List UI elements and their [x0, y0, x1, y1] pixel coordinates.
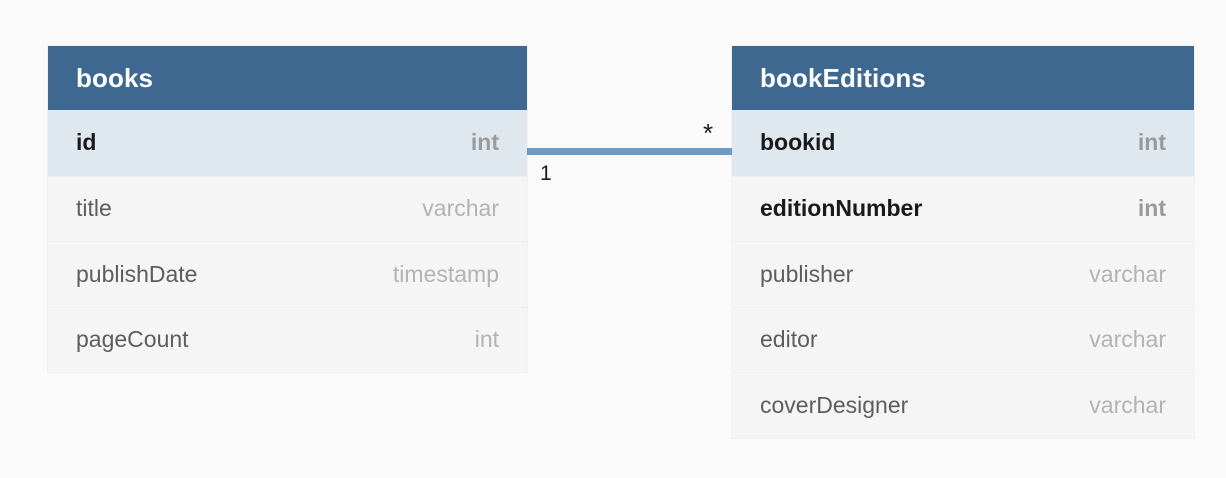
attribute-name: editor: [760, 326, 818, 353]
attribute-type: int: [1137, 195, 1166, 222]
attribute-type: varchar: [1089, 260, 1166, 287]
attribute-row-books-id[interactable]: id int: [48, 110, 527, 176]
relationship-connector-books-bookeditions[interactable]: [527, 148, 733, 155]
attribute-row-bookeditions-publisher[interactable]: publisher varchar: [732, 241, 1194, 307]
attribute-name: bookid: [760, 129, 836, 156]
attribute-type: varchar: [422, 195, 499, 222]
entity-title-bookeditions: bookEditions: [760, 63, 926, 93]
attribute-row-books-title[interactable]: title varchar: [48, 175, 527, 241]
attribute-row-bookeditions-editionnumber[interactable]: editionNumber int: [732, 175, 1194, 241]
attribute-type: int: [474, 326, 499, 353]
attribute-type: int: [470, 129, 499, 156]
attribute-name: editionNumber: [760, 195, 923, 222]
entity-table-bookeditions[interactable]: bookEditions bookid int editionNumber in…: [732, 46, 1194, 438]
entity-title-books: books: [76, 63, 154, 93]
entity-table-books[interactable]: books id int title varchar publishDate t…: [48, 46, 527, 372]
attribute-name: publishDate: [76, 260, 198, 287]
attribute-name: pageCount: [76, 326, 189, 353]
attribute-name: publisher: [760, 260, 854, 287]
attribute-row-books-pagecount[interactable]: pageCount int: [48, 306, 527, 372]
attribute-row-books-publishdate[interactable]: publishDate timestamp: [48, 241, 527, 307]
attribute-type: varchar: [1089, 326, 1166, 353]
entity-header-books[interactable]: books: [48, 46, 527, 110]
attribute-name: id: [76, 129, 97, 156]
attribute-row-bookeditions-coverdesigner[interactable]: coverDesigner varchar: [732, 372, 1194, 438]
attribute-type: varchar: [1089, 391, 1166, 418]
attribute-row-bookeditions-editor[interactable]: editor varchar: [732, 306, 1194, 372]
attribute-name: title: [76, 195, 112, 222]
relationship-cardinality-one: 1: [540, 162, 552, 185]
relationship-cardinality-many: *: [703, 118, 714, 148]
attribute-type: int: [1137, 129, 1166, 156]
attribute-name: coverDesigner: [760, 391, 909, 418]
attribute-type: timestamp: [392, 260, 499, 287]
entity-header-bookeditions[interactable]: bookEditions: [732, 46, 1194, 110]
attribute-row-bookeditions-bookid[interactable]: bookid int: [732, 110, 1194, 176]
